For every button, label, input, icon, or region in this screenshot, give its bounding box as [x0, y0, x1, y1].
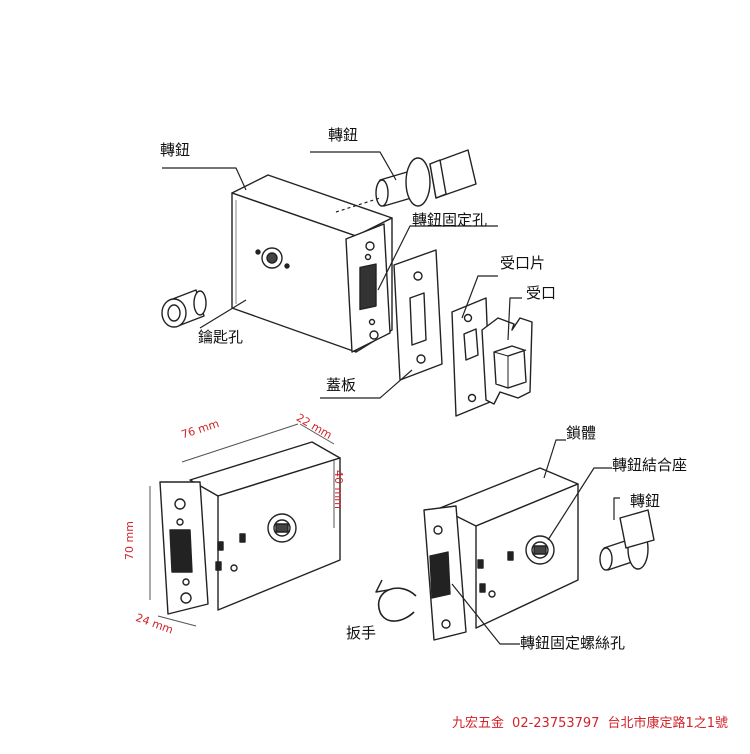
leader-lines-bottom	[451, 439, 620, 645]
label-knob-fix-hole: 轉鈕固定孔	[412, 211, 488, 229]
label-cover-plate: 蓋板	[326, 376, 357, 394]
shop-footer: 九宏五金 02-23753797 台北市康定路1之1號	[444, 712, 728, 731]
shop-name: 九宏五金	[452, 716, 505, 731]
label-lock-body: 鎖體	[566, 424, 597, 442]
leader-lines-top	[162, 151, 522, 399]
label-knob-bottom: 轉鈕	[630, 492, 661, 510]
shop-address: 台北市康定路1之1號	[607, 716, 728, 731]
lock-body-assembled	[375, 467, 579, 641]
label-strike-plate: 受口片	[500, 254, 546, 272]
lock-body-dimensioned	[159, 441, 341, 615]
dim-height-right: 40 mm	[332, 470, 345, 509]
key-cylinder	[161, 289, 207, 328]
label-lever: 扳手	[346, 624, 377, 642]
label-key-hole: 鑰匙孔	[198, 328, 244, 346]
label-knob-top-right: 轉鈕	[328, 126, 359, 144]
shop-phone: 02-23753797	[512, 716, 600, 731]
dim-height-left: 70 mm	[123, 521, 136, 560]
label-strike-box: 受口	[526, 284, 557, 302]
label-knob-top-left: 轉鈕	[160, 141, 191, 159]
label-knob-screw-hole: 轉鈕固定螺絲孔	[520, 634, 626, 652]
strike-plate	[451, 297, 491, 417]
cover-plate-top	[393, 249, 443, 381]
knob-top	[375, 149, 477, 207]
strike-box	[481, 317, 533, 405]
dimension-lines	[149, 423, 335, 627]
knob-bottom	[599, 509, 655, 571]
face-plate-top	[345, 223, 391, 353]
label-knob-mount: 轉鈕結合座	[612, 456, 688, 474]
